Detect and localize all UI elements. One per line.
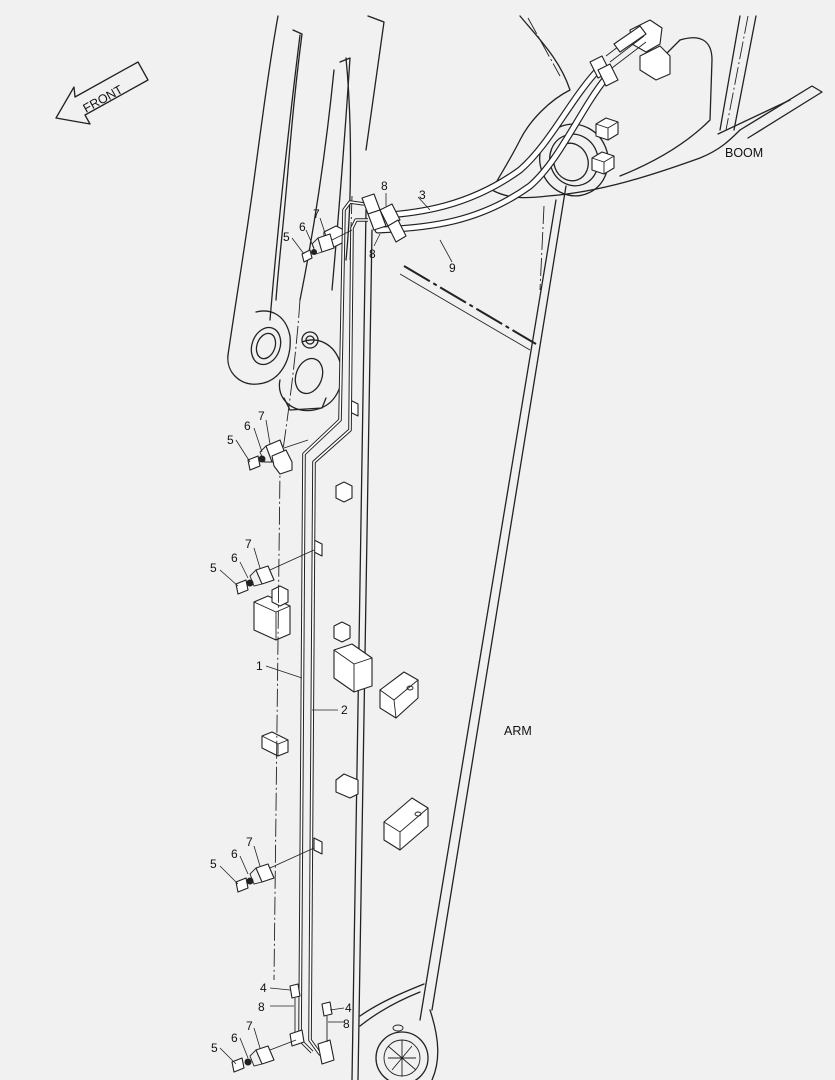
pipes-1-2 — [289, 193, 387, 1065]
callout-5-e: 5 — [211, 1041, 218, 1055]
callout-6-d: 6 — [231, 847, 238, 861]
callout-7-d: 7 — [246, 835, 253, 849]
callout-7-e: 7 — [246, 1019, 253, 1033]
hoses-3-9 — [368, 25, 647, 243]
front-arrow-icon: FRONT — [55, 61, 149, 125]
clamp-3 — [235, 549, 315, 595]
callout-8-hose: 8 — [369, 247, 376, 261]
boom-structure — [491, 15, 823, 199]
callout-8-right: 8 — [343, 1017, 350, 1031]
callout-5-c: 5 — [210, 561, 217, 575]
front-label: FRONT — [81, 82, 126, 115]
callout-4-right: 4 — [345, 1001, 352, 1015]
callout-6-c: 6 — [231, 551, 238, 565]
callout-numbers: 8 3 8 9 5 6 7 5 6 7 5 6 7 1 2 5 6 7 4 8 … — [210, 179, 456, 1055]
callout-leaders — [219, 193, 453, 1065]
callout-4-left: 4 — [260, 981, 267, 995]
callout-7-b: 7 — [258, 409, 265, 423]
arm-structure — [351, 185, 567, 1080]
callout-8-top: 8 — [381, 179, 388, 193]
callout-7-a: 7 — [313, 207, 320, 221]
callout-2: 2 — [341, 703, 348, 717]
callout-5-a: 5 — [283, 230, 290, 244]
callout-1: 1 — [256, 659, 263, 673]
clamp-4 — [235, 847, 315, 893]
callout-6-a: 6 — [299, 220, 306, 234]
arm-label: ARM — [504, 724, 532, 738]
arm-pads — [253, 225, 429, 855]
callout-3: 3 — [419, 188, 426, 202]
arm-link-bars — [227, 15, 385, 412]
callout-5-b: 5 — [227, 433, 234, 447]
callout-7-c: 7 — [245, 537, 252, 551]
callout-9: 9 — [449, 261, 456, 275]
clamp-bottom — [231, 1039, 297, 1073]
callout-5-d: 5 — [210, 857, 217, 871]
boom-label: BOOM — [725, 146, 763, 160]
callout-6-e: 6 — [231, 1031, 238, 1045]
callout-8-left: 8 — [258, 1000, 265, 1014]
callout-6-b: 6 — [244, 419, 251, 433]
clamp-2 — [247, 439, 309, 475]
